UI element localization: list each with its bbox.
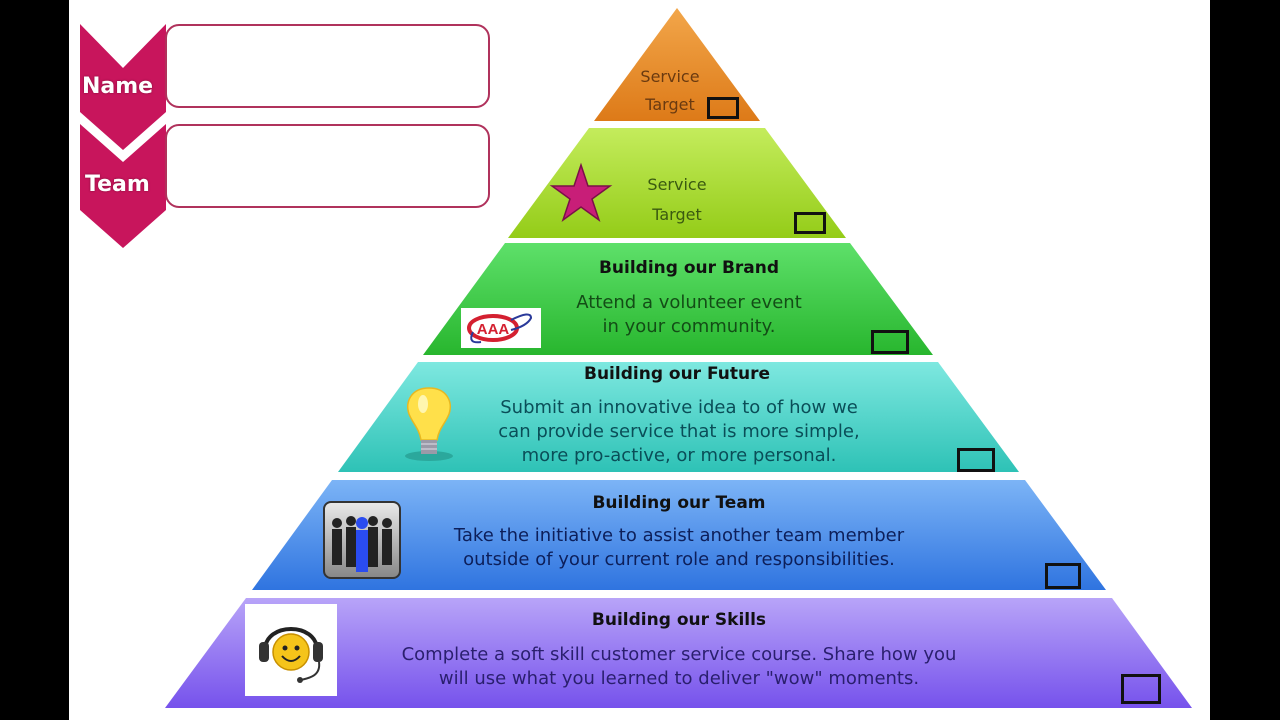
level-text: Complete a soft skill customer service c…	[329, 643, 1029, 691]
level-line: Service	[647, 175, 707, 194]
checkbox-brand[interactable]	[871, 330, 909, 354]
level-line: Attend a volunteer event	[576, 292, 802, 313]
team-people-icon	[323, 501, 401, 579]
aaa-logo-icon: AAA	[461, 308, 541, 348]
level-line: Target	[645, 95, 695, 114]
level-text: Attend a volunteer event in your communi…	[514, 291, 864, 339]
level-green	[423, 243, 933, 355]
level-title: Building our Future	[584, 364, 770, 384]
team-input-field[interactable]	[165, 124, 490, 208]
name-input-field[interactable]	[165, 24, 490, 108]
star-icon	[549, 162, 613, 222]
team-label: Team	[85, 172, 150, 197]
level-title: Building our Team	[592, 493, 766, 513]
level-line: Take the initiative to assist another te…	[453, 525, 905, 546]
checkbox-team[interactable]	[1045, 563, 1081, 589]
level-orange	[594, 8, 760, 121]
level-purple	[165, 598, 1192, 708]
level-blue	[252, 480, 1106, 590]
level-text: Service Target	[627, 170, 727, 230]
chevron-labels	[80, 24, 166, 248]
svg-text:AAA: AAA	[477, 321, 510, 338]
level-line: will use what you learned to deliver "wo…	[438, 668, 920, 689]
level-line: Complete a soft skill customer service c…	[401, 644, 957, 665]
name-chevron-shape	[80, 24, 166, 150]
level-line: outside of your current role and respons…	[463, 549, 895, 570]
level-line: Submit an innovative idea to of how we	[500, 397, 858, 418]
lightbulb-icon	[401, 384, 457, 464]
name-label: Name	[82, 74, 154, 99]
level-line: Target	[652, 205, 702, 224]
level-teal	[338, 362, 1019, 472]
level-text: Submit an innovative idea to of how we c…	[449, 396, 909, 468]
level-line: can provide service that is more simple,	[498, 421, 860, 442]
level-text: Service Target	[620, 63, 720, 119]
level-line: more pro-active, or more personal.	[521, 445, 837, 466]
level-text: Take the initiative to assist another te…	[389, 524, 969, 572]
level-line: in your community.	[602, 316, 776, 337]
level-line: Service	[640, 67, 700, 86]
level-title: Building our Skills	[591, 610, 767, 630]
headset-smiley-icon	[245, 604, 337, 696]
pyramid-graphic	[165, 8, 1192, 708]
checkbox-service-target-top[interactable]	[707, 97, 739, 119]
checkbox-future[interactable]	[957, 448, 995, 472]
worksheet-canvas: Name Team Service Target Service Target …	[69, 0, 1210, 720]
level-title: Building our Brand	[598, 258, 780, 278]
team-chevron-shape	[80, 124, 166, 248]
checkbox-skills[interactable]	[1121, 674, 1161, 704]
checkbox-service-target[interactable]	[794, 212, 826, 234]
